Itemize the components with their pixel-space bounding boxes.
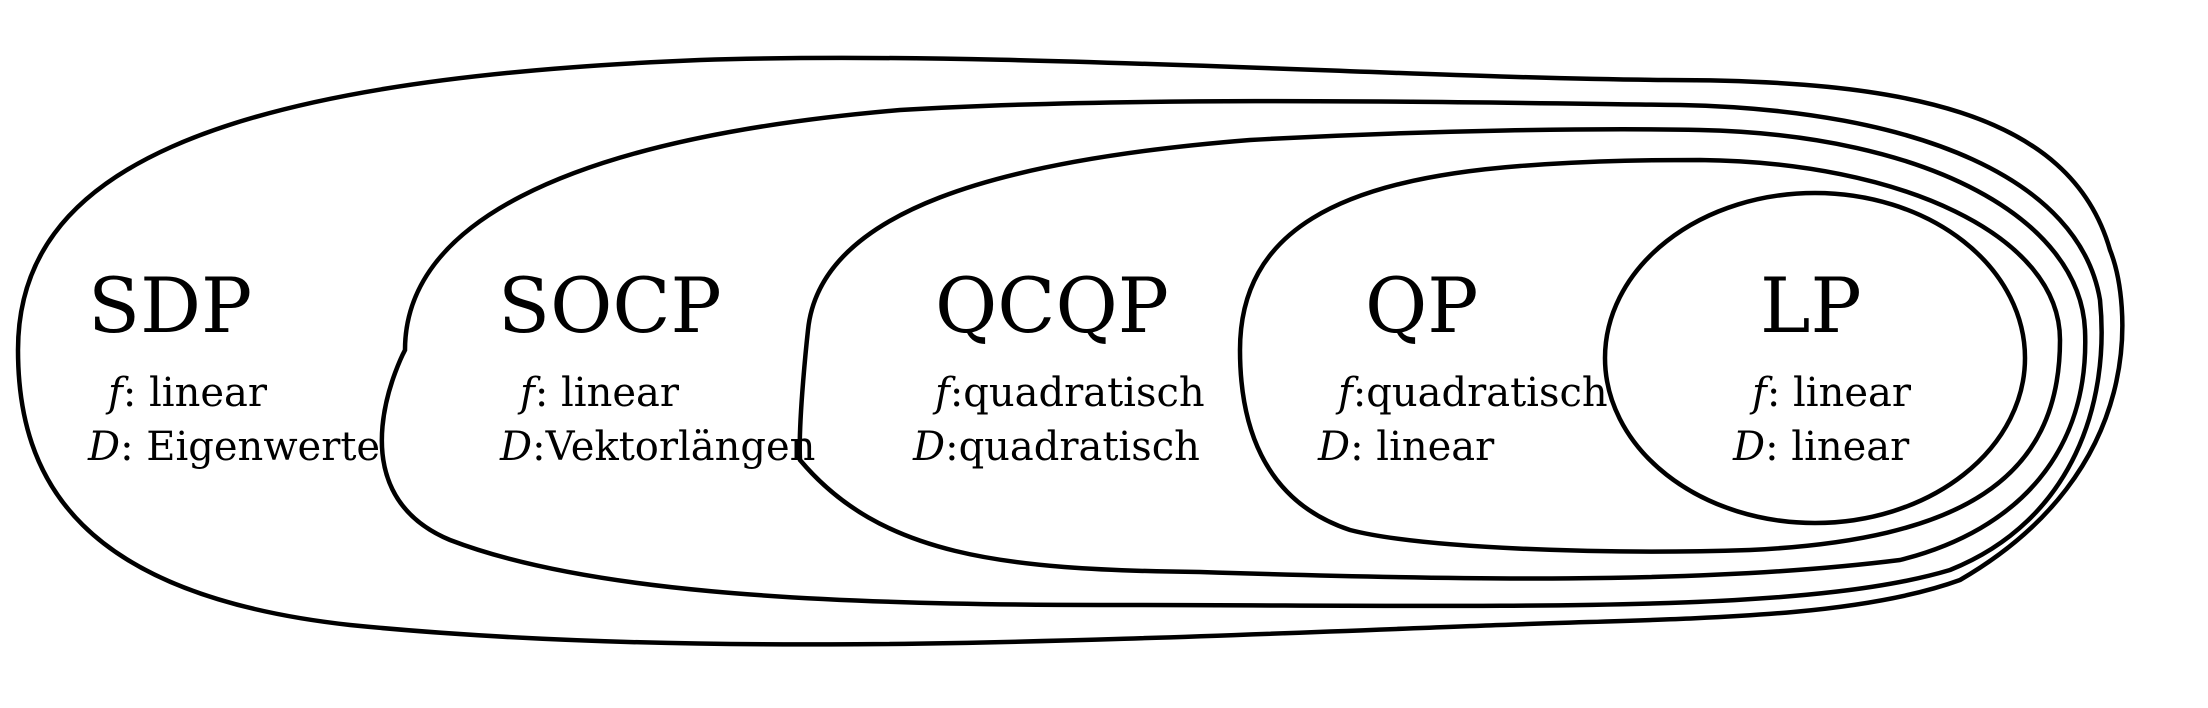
- lp-domain-symbol: D: [1732, 424, 1765, 470]
- lp-objective-separator: :: [1767, 370, 1793, 416]
- lp-domain-value: linear: [1791, 424, 1910, 470]
- socp-domain-symbol: D: [499, 424, 532, 470]
- qcqp-region-outline: [797, 127, 2088, 581]
- qcqp-domain-separator: :: [945, 424, 958, 470]
- lp-region-outline: [1602, 190, 2028, 526]
- sdp-objective-separator: :: [123, 370, 149, 416]
- sdp-domain-symbol: D: [87, 424, 120, 470]
- socp-region-outline: [379, 98, 2104, 609]
- socp-objective-line: f: linear: [517, 370, 680, 416]
- socp-domain-value: Vektorlängen: [545, 424, 816, 470]
- qp-region-outline: [1237, 157, 2063, 554]
- qcqp-objective-value: quadratisch: [963, 370, 1204, 416]
- socp-title: SOCP: [498, 261, 722, 350]
- lp-domain-separator: :: [1765, 424, 1791, 470]
- qp-objective-line: f:quadratisch: [1335, 370, 1608, 416]
- sdp-objective-value: linear: [149, 370, 268, 416]
- qcqp-objective-line: f:quadratisch: [932, 370, 1205, 416]
- qp-objective-value: quadratisch: [1366, 370, 1607, 416]
- sdp-objective-line: f: linear: [105, 370, 268, 416]
- sdp-domain-separator: :: [120, 424, 146, 470]
- sdp-domain-line: D: Eigenwerte: [87, 424, 380, 470]
- qp-objective-separator: :: [1353, 370, 1366, 416]
- socp-domain-separator: :: [532, 424, 545, 470]
- qp-domain-value: linear: [1376, 424, 1495, 470]
- qcqp-title: QCQP: [935, 261, 1169, 350]
- sdp-domain-value: Eigenwerte: [146, 424, 380, 470]
- lp-domain-line: D: linear: [1732, 424, 1910, 470]
- lp-objective-line: f: linear: [1749, 370, 1912, 416]
- lp-title: LP: [1760, 261, 1862, 350]
- qcqp-domain-symbol: D: [912, 424, 945, 470]
- socp-domain-line: D:Vektorlängen: [499, 424, 815, 470]
- qp-domain-line: D: linear: [1317, 424, 1495, 470]
- socp-objective-separator: :: [535, 370, 561, 416]
- qcqp-objective-separator: :: [950, 370, 963, 416]
- socp-objective-value: linear: [561, 370, 680, 416]
- qcqp-domain-line: D:quadratisch: [912, 424, 1200, 470]
- sdp-title: SDP: [88, 261, 252, 350]
- qcqp-domain-value: quadratisch: [959, 424, 1200, 470]
- sdp-region-outline: [15, 55, 2125, 647]
- qp-title: QP: [1365, 261, 1478, 350]
- lp-objective-value: linear: [1793, 370, 1912, 416]
- qp-domain-separator: :: [1350, 424, 1376, 470]
- qp-domain-symbol: D: [1317, 424, 1350, 470]
